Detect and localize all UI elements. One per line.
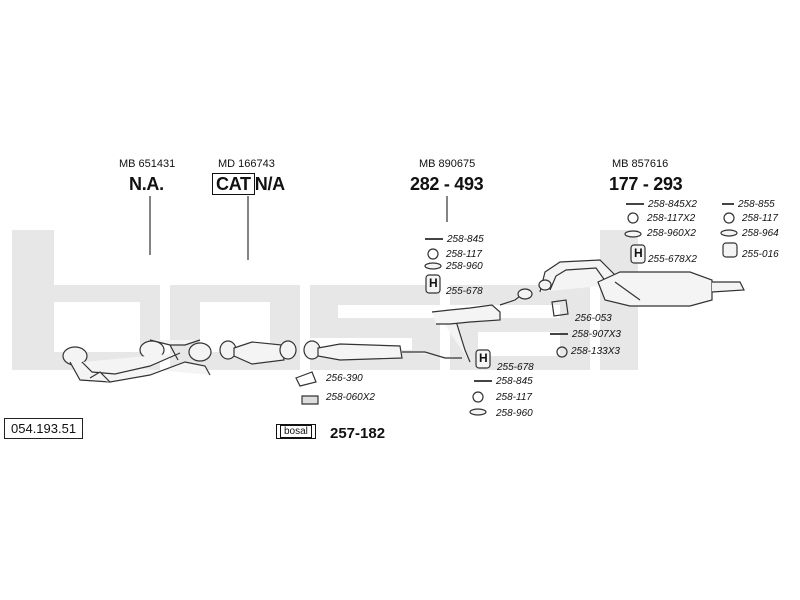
catalytic-converter xyxy=(219,340,297,365)
bosal-logo: bosal xyxy=(276,424,316,439)
part-label: 258-960 xyxy=(446,261,483,272)
rubber-hanger-icons xyxy=(425,242,738,369)
cat-badge: CAT xyxy=(212,173,255,195)
part-label: 258-117 xyxy=(742,213,778,224)
hanger-icon: H xyxy=(479,351,488,365)
bolt-icon xyxy=(722,203,734,206)
bosal-part-number: 257-182 xyxy=(330,425,386,442)
bolt-icon xyxy=(425,238,443,241)
part-oe-number: MB 890675 xyxy=(419,158,476,170)
part-oe-number: MB 651431 xyxy=(119,158,176,170)
part-label: 256-053 xyxy=(575,313,612,324)
part-label: 258-845 xyxy=(474,376,533,387)
rear-silencer xyxy=(538,259,745,307)
part-label: 258-855 xyxy=(722,199,775,210)
bolt-icon xyxy=(626,203,644,206)
part-number-headline: 177 - 293 xyxy=(609,174,683,194)
part-label: 258-845X2 xyxy=(626,199,697,210)
bolt-icon xyxy=(550,333,568,336)
middle-silencer xyxy=(303,288,533,363)
gasket-icons xyxy=(295,299,569,405)
cat-na-label: N/A xyxy=(254,174,285,194)
part-label: 258-133X3 xyxy=(571,346,620,357)
part-label: 258-060X2 xyxy=(326,392,375,403)
part-label: 255-678 xyxy=(446,286,483,297)
part-label: 258-845 xyxy=(425,234,484,245)
part-oe-number: MB 857616 xyxy=(612,158,669,170)
hanger-icon: H xyxy=(634,246,643,260)
bolt-icon xyxy=(474,380,492,383)
ring-gasket-icons xyxy=(427,212,735,403)
part-number-headline: 282 - 493 xyxy=(410,174,484,194)
part-label: 255-678 xyxy=(497,362,534,373)
part-label: 255-678X2 xyxy=(648,254,697,265)
part-oe-number: MD 166743 xyxy=(218,158,275,170)
clamp-icons xyxy=(424,229,738,416)
part-label: 258-907X3 xyxy=(550,329,621,340)
part-label: 256-390 xyxy=(326,373,363,384)
part-label: 258-117 xyxy=(446,249,482,260)
part-number-headline: N.A. xyxy=(129,174,164,194)
hanger-icon: H xyxy=(429,276,438,290)
part-label: 255-016 xyxy=(742,249,779,260)
part-label: 258-117X2 xyxy=(647,213,696,224)
part-label: 258-960X2 xyxy=(647,228,696,239)
catalog-reference-number: 054.193.51 xyxy=(4,418,84,439)
part-label: 258-117 xyxy=(496,392,532,403)
part-label: 258-964 xyxy=(742,228,779,239)
front-downpipe xyxy=(62,339,212,383)
part-label: 258-960 xyxy=(496,408,533,419)
